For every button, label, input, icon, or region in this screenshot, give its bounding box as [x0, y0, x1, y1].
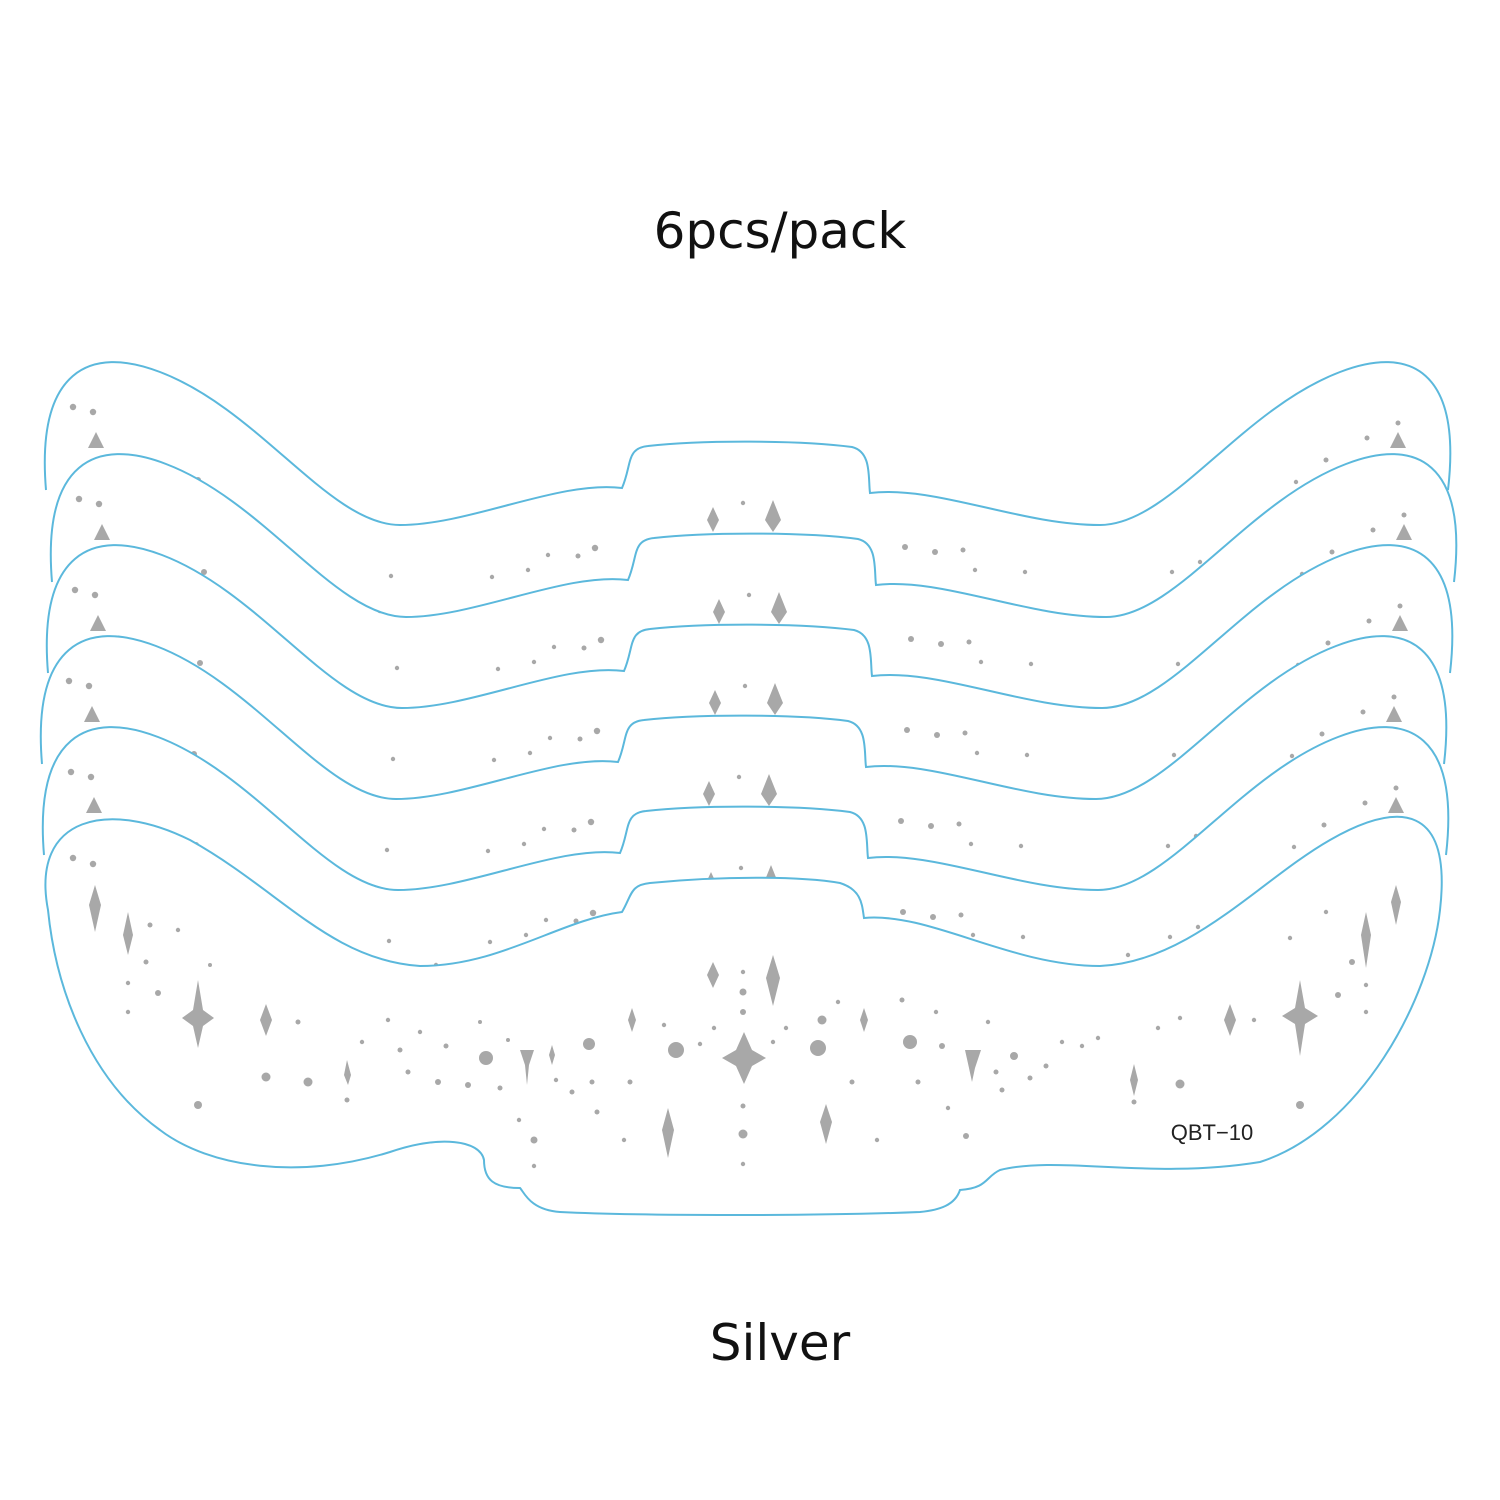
model-code-label: QBT−10 [1171, 1120, 1254, 1145]
glitter-pattern [69, 854, 1401, 1169]
sticker-sheet-front: QBT−10 [44, 815, 1443, 1216]
color-name-label: Silver [709, 1314, 851, 1372]
pack-quantity-label: 6pcs/pack [653, 202, 907, 260]
